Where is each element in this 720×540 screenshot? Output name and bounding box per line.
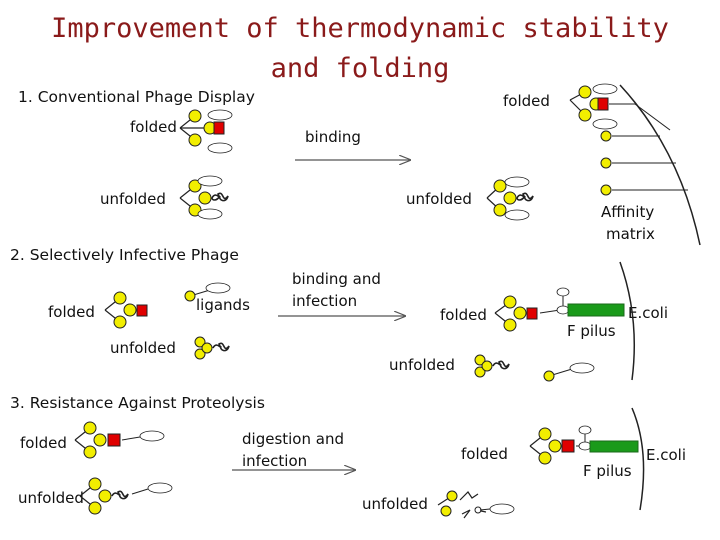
- s3-ecoli-label: E.coli: [646, 446, 687, 464]
- ligand-icon: [184, 282, 231, 302]
- s1-unfolded-phage: [179, 175, 229, 220]
- title-line-1: Improvement of thermodynamic stability: [51, 13, 669, 44]
- s2-arrow-label-2: infection: [292, 292, 358, 310]
- s2-pilus-label: F pilus: [567, 322, 616, 340]
- free-ligand-icon: [543, 362, 595, 382]
- s1-right-unfolded-phage: [486, 176, 534, 221]
- s2-ecoli-membrane: [619, 261, 636, 381]
- s2-right-unfolded-phage: [474, 354, 510, 378]
- s3-arrow-label-2: infection: [242, 452, 308, 470]
- s1-right-unfolded-label: unfolded: [406, 190, 472, 208]
- s2-right-folded-phage: [494, 287, 570, 332]
- matrix-label: matrix: [606, 225, 655, 243]
- s2-pilus-bar: [567, 303, 625, 317]
- s2-left-folded-label: folded: [48, 303, 95, 321]
- s3-pilus-bar: [589, 440, 639, 453]
- s1-arrow-label: binding: [305, 128, 361, 146]
- s3-unfolded-phage: [79, 477, 173, 515]
- section-2-heading: 2. Selectively Infective Phage: [10, 246, 239, 264]
- s2-unfolded-phage: [194, 336, 230, 360]
- s1-right-folded-label: folded: [503, 92, 550, 110]
- s1-right-folded-phage: [569, 83, 618, 130]
- affinity-label: Affinity: [601, 203, 655, 221]
- s1-left-folded-label: folded: [130, 118, 177, 136]
- s3-folded-phage: [74, 421, 165, 459]
- s3-digested-phage: [437, 490, 515, 519]
- s1-left-unfolded-label: unfolded: [100, 190, 166, 208]
- s3-ecoli-membrane: [631, 407, 645, 511]
- s3-left-unfolded-label: unfolded: [18, 489, 84, 507]
- s3-pilus-label: F pilus: [583, 462, 632, 480]
- s3-right-unfolded-label: unfolded: [362, 495, 428, 513]
- s2-left-unfolded-label: unfolded: [110, 339, 176, 357]
- s2-right-unfolded-label: unfolded: [389, 356, 455, 374]
- s3-right-folded-phage: [529, 425, 592, 465]
- s2-ecoli-label: E.coli: [628, 304, 669, 322]
- section-3-heading: 3. Resistance Against Proteolysis: [10, 394, 265, 412]
- s3-arrow-label-1: digestion and: [242, 430, 344, 448]
- s2-right-folded-label: folded: [440, 306, 487, 324]
- s3-right-folded-label: folded: [461, 445, 508, 463]
- title-line-2: and folding: [270, 53, 450, 84]
- s1-folded-phage: [179, 109, 233, 154]
- s3-left-folded-label: folded: [20, 434, 67, 452]
- s2-folded-phage: [104, 291, 148, 329]
- affinity-matrix: [600, 84, 701, 246]
- s2-arrow-label-1: binding and: [292, 270, 381, 288]
- ligands-label: ligands: [196, 296, 250, 314]
- section-1-heading: 1. Conventional Phage Display: [18, 88, 255, 106]
